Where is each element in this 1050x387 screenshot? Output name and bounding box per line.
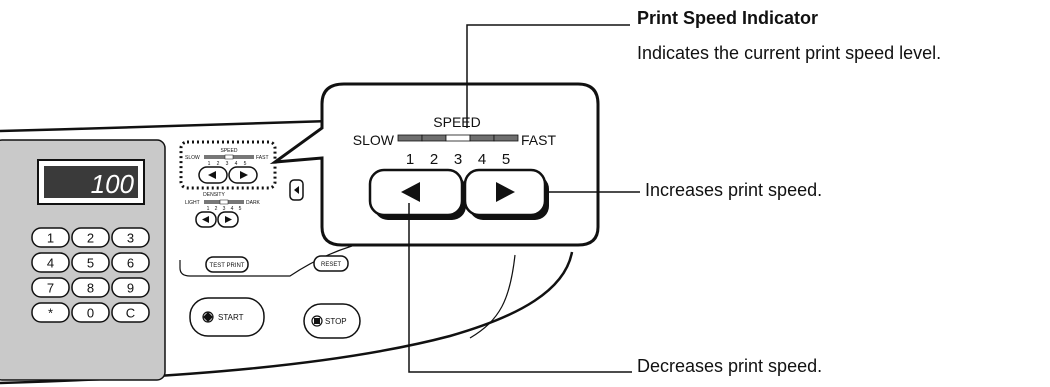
keypad-key-label: C <box>126 306 135 321</box>
right-arrow-icon <box>496 182 515 202</box>
density-up-button[interactable] <box>217 211 239 228</box>
level-number: 1 <box>406 151 414 168</box>
keypad-key[interactable]: C <box>111 302 150 323</box>
speed-increase-button[interactable] <box>463 168 549 220</box>
keypad-key-label: 6 <box>127 256 134 271</box>
zoom-speed-indicator-bar <box>397 134 519 142</box>
keypad-key-label: 0 <box>87 306 94 321</box>
keypad-key[interactable]: 8 <box>71 277 110 298</box>
lcd-display-value: 100 <box>91 169 135 199</box>
level-number: 2 <box>217 161 220 167</box>
stop-icon <box>311 315 323 327</box>
small-speed-down-button[interactable] <box>198 166 228 184</box>
speed-level-segment <box>421 134 447 142</box>
small-slow-label: SLOW <box>185 155 200 161</box>
small-fast-label: FAST <box>256 155 269 161</box>
keypad-key[interactable]: 6 <box>111 252 150 273</box>
level-number: 2 <box>430 151 438 168</box>
level-number: 1 <box>207 206 210 212</box>
keypad-key[interactable]: * <box>31 302 70 323</box>
small-speed-up-button[interactable] <box>228 166 258 184</box>
stop-button[interactable]: STOP <box>303 303 361 339</box>
keypad-key[interactable]: 7 <box>31 277 70 298</box>
side-left-button[interactable] <box>289 179 304 201</box>
keypad-key[interactable]: 4 <box>31 252 70 273</box>
indicator-callout-title: Print Speed Indicator <box>637 8 819 28</box>
stop-label: STOP <box>325 317 347 326</box>
level-number: 2 <box>215 206 218 212</box>
keypad-key-label: 7 <box>47 281 54 296</box>
keypad-key[interactable]: 9 <box>111 277 150 298</box>
small-speed-label: SPEED <box>221 148 238 154</box>
zoom-slow-label: SLOW <box>353 132 395 148</box>
left-arrow-icon <box>401 182 420 202</box>
level-number: 5 <box>239 206 242 212</box>
keypad-key-label: * <box>48 306 53 321</box>
level-number: 5 <box>244 161 247 167</box>
speed-level-segment <box>445 134 471 142</box>
level-number: 4 <box>231 206 234 212</box>
keypad-key-label: 8 <box>87 281 94 296</box>
keypad: 1 2 3 4 5 6 7 8 9 * 0 C <box>31 227 150 323</box>
reset-label: RESET <box>321 262 341 268</box>
zoom-fast-label: FAST <box>521 132 556 148</box>
keypad-key[interactable]: 5 <box>71 252 110 273</box>
speed-level-segment <box>397 134 423 142</box>
keypad-key-label: 9 <box>127 281 134 296</box>
keypad-key[interactable]: 1 <box>31 227 70 248</box>
indicator-leader-line <box>466 24 630 128</box>
speed-highlight-box <box>179 140 277 190</box>
panel-top-edge <box>0 119 331 133</box>
small-dark-label: DARK <box>246 200 261 206</box>
keypad-key-label: 1 <box>47 231 54 246</box>
panel-side-edge <box>469 254 516 339</box>
increase-callout-text: Increases print speed. <box>645 180 823 200</box>
small-density-label: DENSITY <box>203 192 225 198</box>
level-number: 4 <box>235 161 238 167</box>
keypad-key[interactable]: 3 <box>111 227 150 248</box>
reset-button[interactable]: RESET <box>313 255 349 272</box>
start-button[interactable]: START <box>189 297 265 337</box>
density-down-button[interactable] <box>195 211 217 228</box>
start-label: START <box>218 313 244 322</box>
keypad-key-label: 3 <box>127 231 134 246</box>
level-number: 3 <box>223 206 226 212</box>
speed-decrease-button[interactable] <box>368 168 466 220</box>
small-light-label: LIGHT <box>185 200 200 206</box>
speed-level-segment <box>469 134 495 142</box>
keypad-key[interactable]: 0 <box>71 302 110 323</box>
panel-inner-curve <box>179 245 353 277</box>
keypad-key-label: 4 <box>47 256 54 271</box>
zoom-speed-label: SPEED <box>433 114 480 130</box>
level-number: 5 <box>502 151 510 168</box>
keypad-key[interactable]: 2 <box>71 227 110 248</box>
level-number: 4 <box>478 151 486 168</box>
level-number: 1 <box>208 161 211 167</box>
keypad-key-label: 5 <box>87 256 94 271</box>
start-icon <box>202 311 214 323</box>
test-print-label: TEST PRINT <box>210 263 245 269</box>
indicator-callout-description: Indicates the current print speed level. <box>637 43 942 63</box>
level-number: 3 <box>226 161 229 167</box>
keypad-key-label: 2 <box>87 231 94 246</box>
decrease-callout-text: Decreases print speed. <box>637 356 823 376</box>
speed-level-segment <box>493 134 519 142</box>
test-print-button[interactable]: TEST PRINT <box>205 256 249 273</box>
level-number: 3 <box>454 151 462 168</box>
decrease-leader-line <box>408 203 632 373</box>
